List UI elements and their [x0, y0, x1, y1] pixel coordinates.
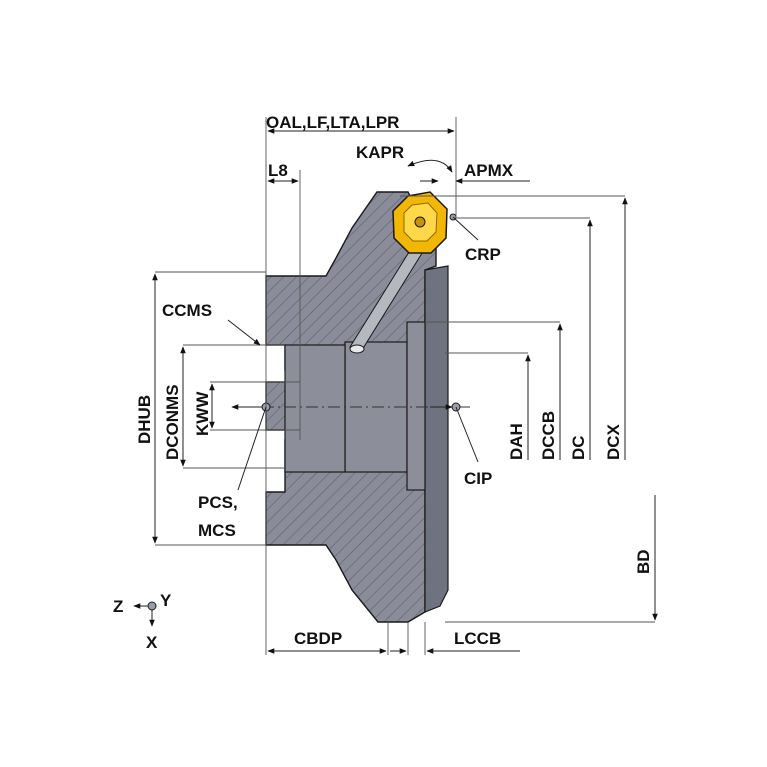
label-cip: CIP	[464, 469, 492, 488]
label-cbdp: CBDP	[294, 629, 342, 648]
label-dah: DAH	[507, 423, 526, 460]
label-crp: CRP	[465, 245, 501, 264]
hub-bore	[284, 344, 346, 473]
label-l8: L8	[268, 161, 288, 180]
label-dccb: DCCB	[539, 411, 558, 460]
label-kapr: KAPR	[356, 143, 404, 162]
label-kww: KWW	[193, 391, 212, 436]
label-axis-y: Y	[160, 591, 172, 610]
label-axis-x: X	[146, 633, 158, 652]
insert-screw	[414, 216, 426, 228]
label-apmx: APMX	[464, 161, 514, 180]
label-dcx: DCX	[604, 423, 623, 460]
label-lccb: LCCB	[454, 629, 501, 648]
front-face	[424, 265, 449, 613]
label-pcs: PCS,	[198, 493, 238, 512]
label-dhub: DHUB	[135, 395, 154, 444]
counter-bore	[406, 321, 426, 491]
label-dconms: DCONMS	[163, 384, 182, 460]
label-ccms: CCMS	[162, 301, 212, 320]
coordinate-origin	[147, 601, 157, 611]
label-mcs: MCS	[198, 521, 236, 540]
label-axis-z: Z	[113, 597, 123, 616]
label-bd: BD	[634, 549, 653, 574]
label-oal: OAL,LF,LTA,LPR	[266, 113, 399, 132]
label-dc: DC	[569, 435, 588, 460]
coolant-port	[349, 344, 365, 354]
